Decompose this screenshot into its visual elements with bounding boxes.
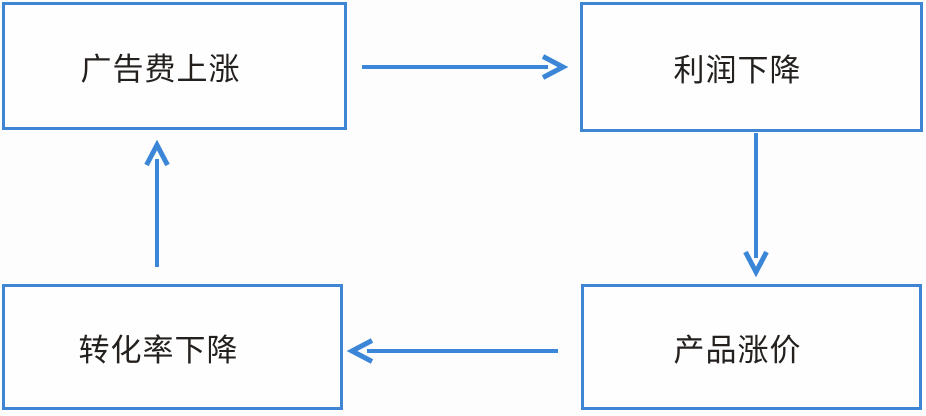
arrow-profit-to-product-icon	[743, 133, 769, 278]
arrow-ad-to-profit-icon	[362, 54, 569, 80]
node-product-price-rise: 产品涨价	[581, 284, 922, 410]
node-conversion-decline-label: 转化率下降	[78, 332, 239, 368]
node-product-price-rise-label: 产品涨价	[673, 332, 802, 368]
node-profit-decline: 利润下降	[580, 2, 923, 132]
arrow-product-to-conversion-icon	[346, 338, 558, 364]
arrow-conversion-to-ad-icon	[144, 139, 170, 267]
node-ad-cost-rise-label: 广告费上涨	[80, 51, 241, 87]
node-conversion-decline: 转化率下降	[2, 284, 343, 410]
node-profit-decline-label: 利润下降	[673, 52, 802, 88]
node-ad-cost-rise: 广告费上涨	[2, 2, 347, 130]
